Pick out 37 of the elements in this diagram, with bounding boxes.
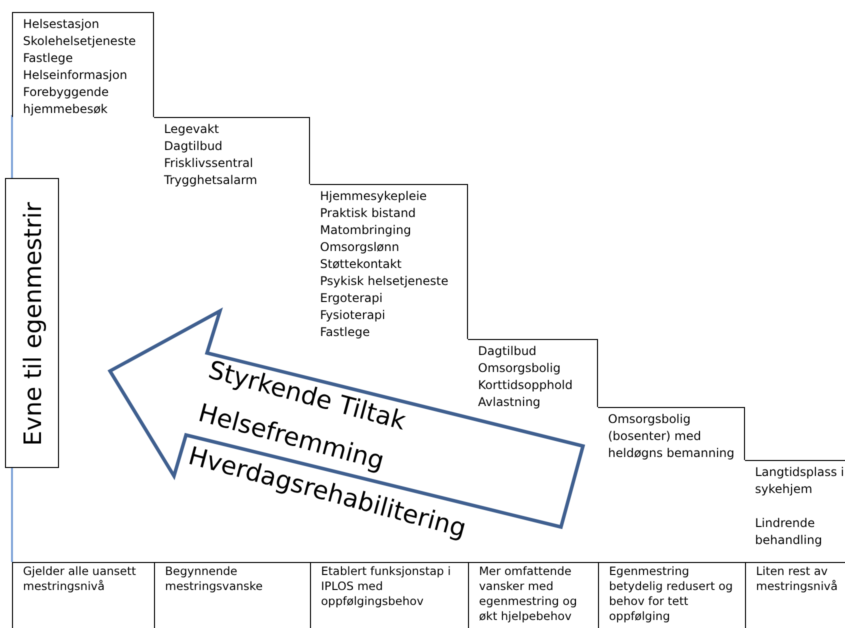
service-name: Trygghetsalarm xyxy=(164,172,258,189)
table-cell: Liten rest av mestringsnivå xyxy=(745,562,845,628)
label-box xyxy=(5,178,59,468)
service-name: Korttidsopphold xyxy=(478,377,574,394)
stair-step xyxy=(12,12,154,117)
table-cell: Gjelder alle uansett mestringsnivå xyxy=(12,562,154,628)
service-name: Omsorgsbolig (bosenter) med heldøgns bemanning xyxy=(608,411,736,462)
service-name: Fysioterapi xyxy=(320,307,386,324)
service-name: Avlastning xyxy=(478,394,542,411)
service-name: Helsestasjon xyxy=(23,16,100,33)
stair-step xyxy=(598,407,745,460)
service-name: Psykisk helsetjeneste xyxy=(320,273,450,290)
service-name: Ergoterapi xyxy=(320,290,384,307)
service-name: Legevakt xyxy=(164,121,220,138)
service-name: Dagtilbud xyxy=(164,138,224,155)
service-name: Frisklivssentral xyxy=(164,155,254,172)
service-name: Omsorgslønn xyxy=(320,239,400,256)
service-name: Fastlege xyxy=(23,50,74,67)
service-name: Omsorgsbolig xyxy=(478,360,562,377)
service-name: Praktisk bistand xyxy=(320,205,417,222)
service-name: Forebyggende hjemmebesøk xyxy=(23,84,110,118)
service-name: Skolehelsetjeneste xyxy=(23,33,137,50)
table-cell: Mer omfattende vansker med egenmestring og økt hjelpebehov xyxy=(468,562,598,628)
service-name: Dagtilbud xyxy=(478,343,538,360)
service-name: Støttekontakt xyxy=(320,256,403,273)
table-cell: Egenmestring betydelig redusert og behov for tett oppfølging xyxy=(598,562,745,628)
service-name: Lindrende behandling xyxy=(755,515,824,549)
table-cell: Etablert funksjonstap i IPLOS med oppfølgingsbehov xyxy=(310,562,468,628)
axis-title: Evne til egenmestrir xyxy=(18,202,48,446)
service-name: Matombringing xyxy=(320,222,412,239)
service-name: Hjemmesykepleie xyxy=(320,188,428,205)
service-name: Fastlege xyxy=(320,324,371,341)
stair-step xyxy=(310,184,468,339)
table-cell: Begynnende mestringsvanske xyxy=(154,562,310,628)
stair-step xyxy=(468,339,598,407)
service-name: Helseinformasjon xyxy=(23,67,128,84)
service-name: Langtidsplass i sykehjem xyxy=(755,464,845,498)
